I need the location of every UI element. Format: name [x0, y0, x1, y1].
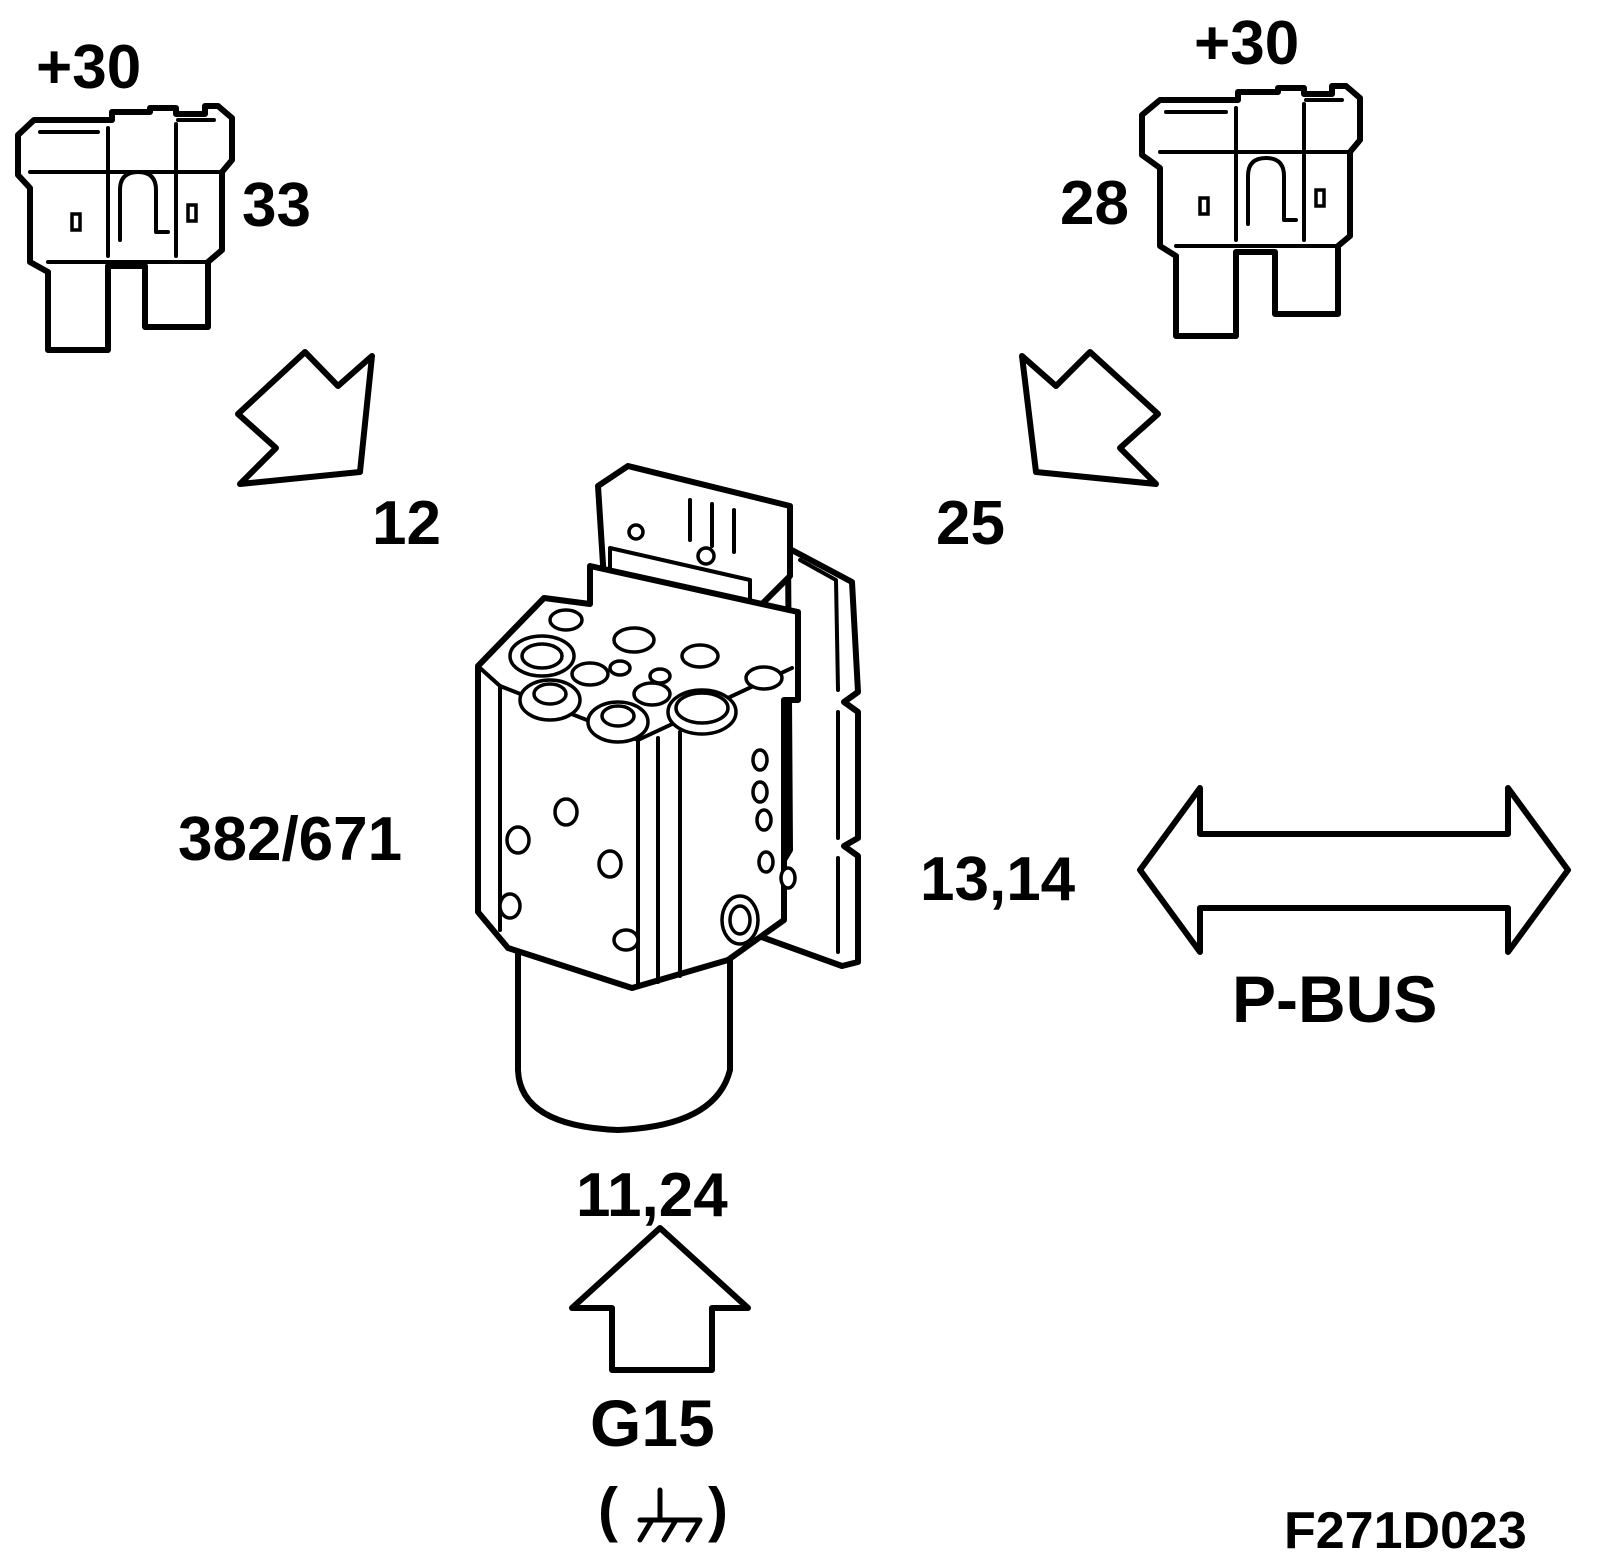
- module-pin-label-12: 12: [372, 489, 441, 558]
- fuse-right-number-label: 28: [1060, 169, 1129, 238]
- fuse-right-supply-label: +30: [1194, 9, 1299, 78]
- module-bus-pins-label: 13,14: [920, 845, 1076, 914]
- fuse-left: [15, 103, 235, 353]
- ground-paren-close: ): [708, 1476, 728, 1543]
- p-bus-double-arrow: [1137, 785, 1571, 955]
- fuse-left-number-label: 33: [242, 171, 311, 240]
- arrow-right-fuse-to-module: [1019, 349, 1161, 487]
- module-ground-pins-label: 11,24: [576, 1161, 728, 1230]
- fuse-right: [1139, 83, 1363, 339]
- figure-code-label: F271D023: [1284, 1502, 1527, 1560]
- abs-module: [475, 463, 861, 1133]
- fuse-left-supply-label: +30: [36, 33, 141, 102]
- ground-paren-open: (: [598, 1476, 618, 1543]
- ground-point-label: G15: [590, 1386, 715, 1460]
- ground-icon: [637, 1487, 703, 1543]
- arrow-left-fuse-to-module: [235, 349, 375, 487]
- module-pin-label-25: 25: [936, 489, 1005, 558]
- p-bus-label: P-BUS: [1232, 962, 1437, 1036]
- ground-arrow: [569, 1225, 751, 1373]
- module-part-id-label: 382/671: [178, 805, 402, 874]
